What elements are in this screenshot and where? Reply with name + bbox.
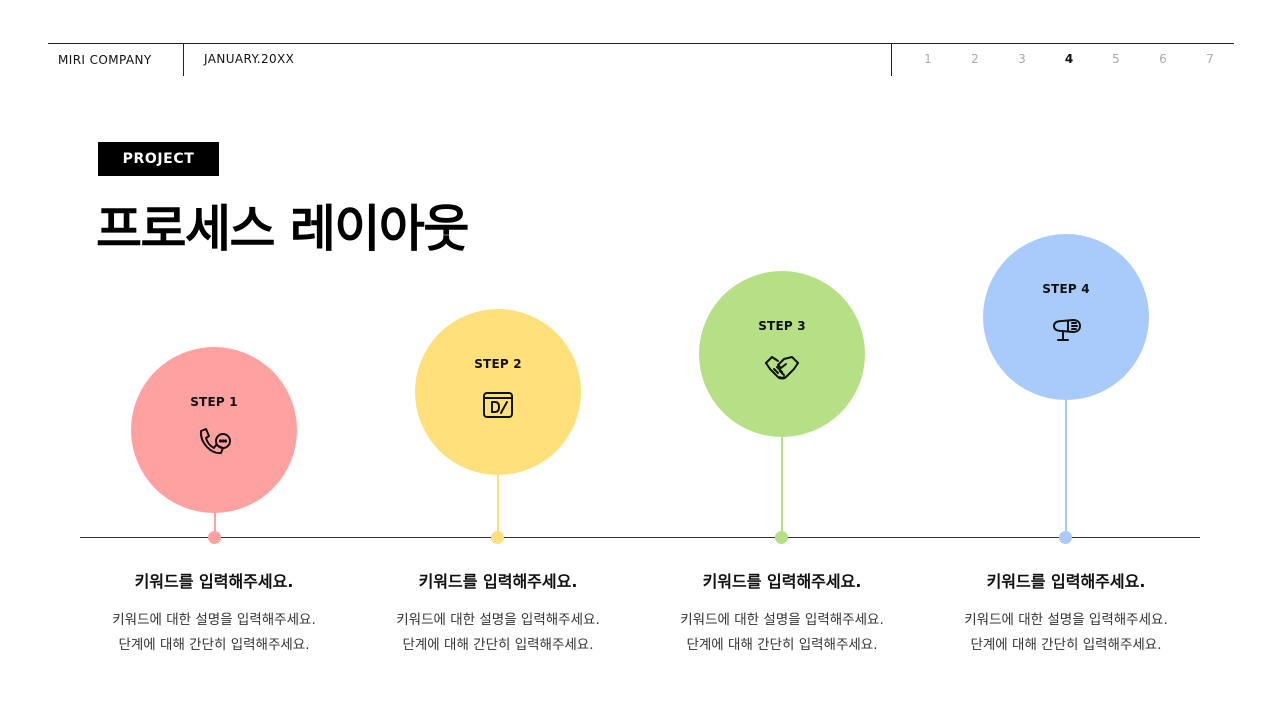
step-2-description: 키워드에 대한 설명을 입력해주세요. — [396, 612, 600, 628]
step-1-description: 단계에 대해 간단히 입력해주세요. — [118, 637, 310, 653]
page-number-7[interactable]: 7 — [1206, 52, 1214, 66]
step-1-description: 키워드에 대한 설명을 입력해주세요. — [112, 612, 316, 628]
page-title: 프로세스 레이아웃 — [96, 200, 469, 258]
step-1-label: STEP 1 — [190, 395, 238, 409]
step-4-dot — [1059, 531, 1072, 544]
step-3-heading: 키워드를 입력해주세요. — [702, 572, 862, 591]
header-divider — [891, 43, 892, 76]
section-tag: PROJECT — [98, 142, 219, 176]
step-4-label: STEP 4 — [1042, 282, 1090, 296]
header-divider — [183, 43, 184, 76]
step-4-description: 단계에 대해 간단히 입력해주세요. — [970, 637, 1162, 653]
step-3-description: 키워드에 대한 설명을 입력해주세요. — [680, 612, 884, 628]
step-3-label: STEP 3 — [758, 319, 806, 333]
step-1-connector — [214, 512, 216, 537]
calendar-d-icon — [478, 385, 518, 425]
step-3-circle: STEP 3 — [699, 271, 865, 437]
step-4-heading: 키워드를 입력해주세요. — [986, 572, 1146, 591]
step-2-label: STEP 2 — [474, 357, 522, 371]
step-2-connector — [497, 474, 499, 537]
step-2-circle: STEP 2 — [415, 309, 581, 475]
page-number-5[interactable]: 5 — [1112, 52, 1120, 66]
header-rule — [48, 43, 1234, 44]
step-4-connector — [1065, 399, 1067, 537]
step-1-dot — [208, 531, 221, 544]
page-number-3[interactable]: 3 — [1018, 52, 1026, 66]
step-1-circle: STEP 1 — [131, 347, 297, 513]
page-number-4[interactable]: 4 — [1064, 52, 1074, 66]
company-name: MIRI COMPANY — [58, 53, 152, 67]
page-number-6[interactable]: 6 — [1159, 52, 1167, 66]
microphone-icon — [1046, 310, 1086, 350]
step-4-description: 키워드에 대한 설명을 입력해주세요. — [964, 612, 1168, 628]
step-2-heading: 키워드를 입력해주세요. — [418, 572, 578, 591]
page-number-1[interactable]: 1 — [924, 52, 932, 66]
handshake-icon — [762, 347, 802, 387]
header-date: JANUARY.20XX — [204, 52, 295, 66]
step-3-connector — [781, 436, 783, 537]
step-2-dot — [491, 531, 504, 544]
step-1-heading: 키워드를 입력해주세요. — [134, 572, 294, 591]
step-3-description: 단계에 대해 간단히 입력해주세요. — [686, 637, 878, 653]
page-number-2[interactable]: 2 — [971, 52, 979, 66]
step-2-description: 단계에 대해 간단히 입력해주세요. — [402, 637, 594, 653]
step-3-dot — [775, 531, 788, 544]
page-navigation: 1 2 3 4 5 6 7 — [904, 52, 1234, 68]
timeline-baseline — [80, 537, 1200, 538]
phone-chat-icon — [194, 423, 234, 463]
step-4-circle: STEP 4 — [983, 234, 1149, 400]
